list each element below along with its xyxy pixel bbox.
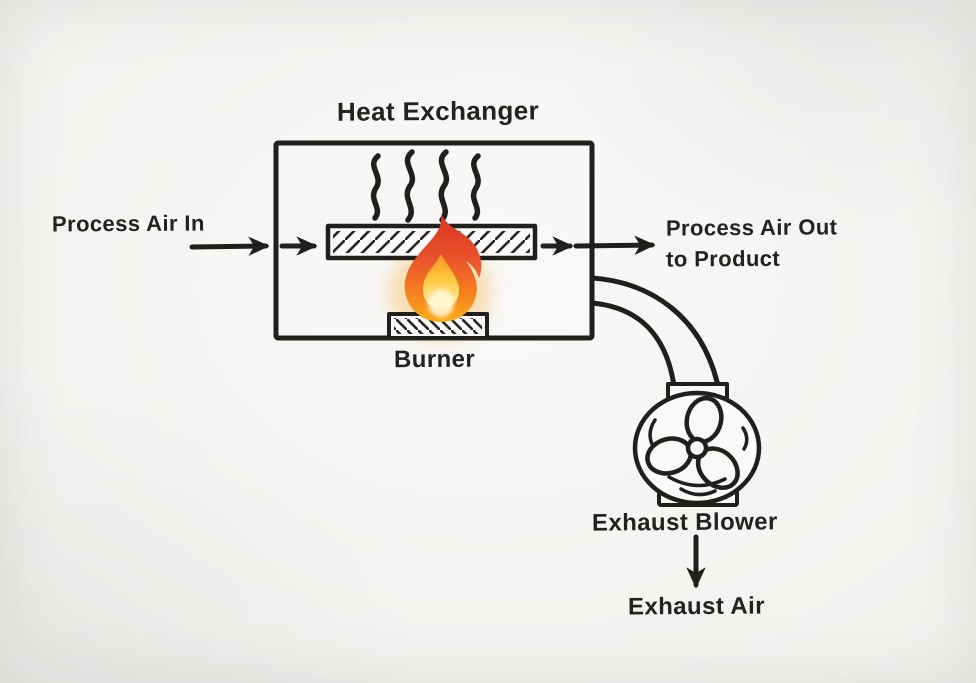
process-air-out-label: Process Air Out to Product xyxy=(666,211,838,274)
exhaust-air-label: Exhaust Air xyxy=(627,592,765,621)
process-air-out-line1: Process Air Out xyxy=(665,214,838,241)
burner-plate xyxy=(387,312,489,340)
heat-waves-icon xyxy=(370,149,481,223)
process-air-in-label: Process Air In xyxy=(51,210,205,237)
fan-motion-marks xyxy=(648,418,749,497)
process-air-out-line2: to Product xyxy=(666,245,781,272)
arrow-process-air-in-outer xyxy=(189,236,270,256)
flame-icon xyxy=(404,213,482,322)
burner-label: Burner xyxy=(393,345,476,374)
exhaust-blower xyxy=(632,382,762,507)
exhaust-pipe xyxy=(589,275,721,389)
exhaust-blower-label: Exhaust Blower xyxy=(591,508,778,537)
fan-icon xyxy=(645,395,740,490)
arrow-process-air-out-outer xyxy=(573,235,656,255)
heat-exchanger-title: Heat Exchanger xyxy=(336,95,540,127)
